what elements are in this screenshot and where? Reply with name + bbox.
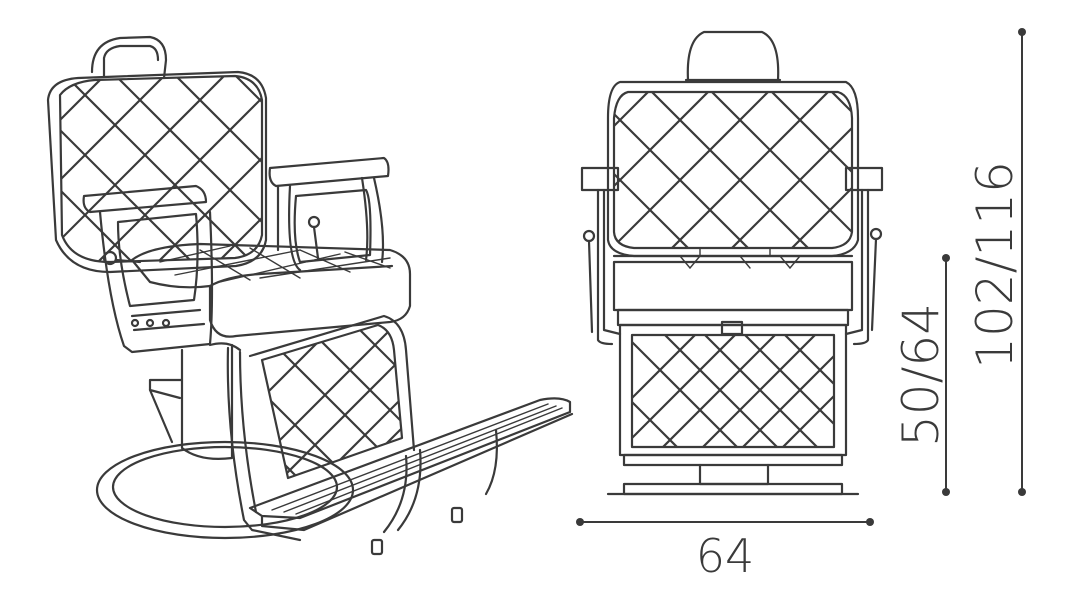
lever-far [312, 225, 320, 260]
front-backrest-outer [606, 80, 860, 258]
front-armrest-left [580, 166, 620, 192]
foot-cap-1 [450, 506, 464, 524]
headrest [90, 35, 168, 80]
footrest-support [382, 448, 422, 534]
front-armrest-right [844, 166, 884, 192]
pump-column [180, 343, 234, 460]
lever-knob-far [307, 215, 321, 229]
base-disc-outer [95, 440, 355, 540]
seat-cushion [130, 242, 412, 338]
front-legrest-frame [618, 323, 848, 457]
pump-pedal [148, 342, 242, 400]
headrest-inner [102, 44, 160, 78]
front-base-top [622, 482, 844, 496]
legrest-panel [260, 323, 404, 480]
front-backrest-quilting [614, 92, 852, 248]
seat-top-edge [208, 264, 394, 288]
lever-near [114, 258, 142, 264]
armrest-near-trim [130, 308, 206, 332]
backrest-inner [58, 74, 264, 264]
front-legrest-panel [630, 333, 836, 449]
footrest-top [248, 397, 572, 520]
legrest-panel-outer [248, 314, 416, 452]
front-seat [612, 260, 854, 312]
seat-height-label: 50/64 [892, 303, 950, 447]
dimension-width: 64 [576, 518, 874, 583]
chair-perspective-view [46, 35, 574, 556]
backrest-outer [46, 70, 268, 274]
front-column [698, 463, 770, 486]
seat-quilting [159, 245, 391, 283]
pedal-arm [148, 388, 174, 444]
front-legrest-clip [720, 320, 744, 336]
footrest-ribs [271, 403, 563, 515]
chair-front-view [580, 30, 884, 496]
armrest-far-support [276, 176, 385, 272]
rivet-2 [145, 318, 155, 328]
footrest-support-far [484, 428, 498, 496]
front-arm-support-left [596, 188, 622, 346]
front-lever-right [870, 237, 878, 332]
armrest-far-frame [293, 188, 372, 264]
front-arm-support-right [844, 188, 870, 346]
foot-cap-2 [370, 538, 384, 556]
front-seat-piping [679, 247, 801, 270]
front-backrest-inner [612, 90, 854, 250]
front-lever-knob-left [582, 229, 596, 243]
armrest-near-frame [98, 210, 214, 354]
total-height-label: 102/116 [966, 161, 1024, 369]
legrest-side-near-inner [238, 350, 258, 514]
rivet-1 [130, 318, 140, 328]
front-legrest-quilting [632, 335, 834, 447]
armrest-near-pad [82, 184, 208, 214]
legrest-diamond-quilting [262, 325, 402, 478]
legrest-side-near [226, 346, 302, 542]
rivet-3 [161, 318, 171, 328]
footrest-front [260, 412, 574, 532]
backrest-diamond-quilting [60, 76, 262, 262]
front-footrest [622, 453, 844, 467]
armrest-near-window [116, 212, 199, 308]
armrest-far-pad [268, 156, 390, 188]
front-lever-knob-right [869, 227, 883, 241]
dimension-total-height: 102/116 [966, 28, 1026, 496]
front-headrest [686, 30, 780, 82]
width-label: 64 [696, 529, 755, 583]
lever-knob-near [102, 250, 118, 266]
base-disc-inner [111, 445, 339, 529]
front-lever-left [587, 239, 594, 334]
dimension-seat-height: 50/64 [892, 254, 950, 496]
